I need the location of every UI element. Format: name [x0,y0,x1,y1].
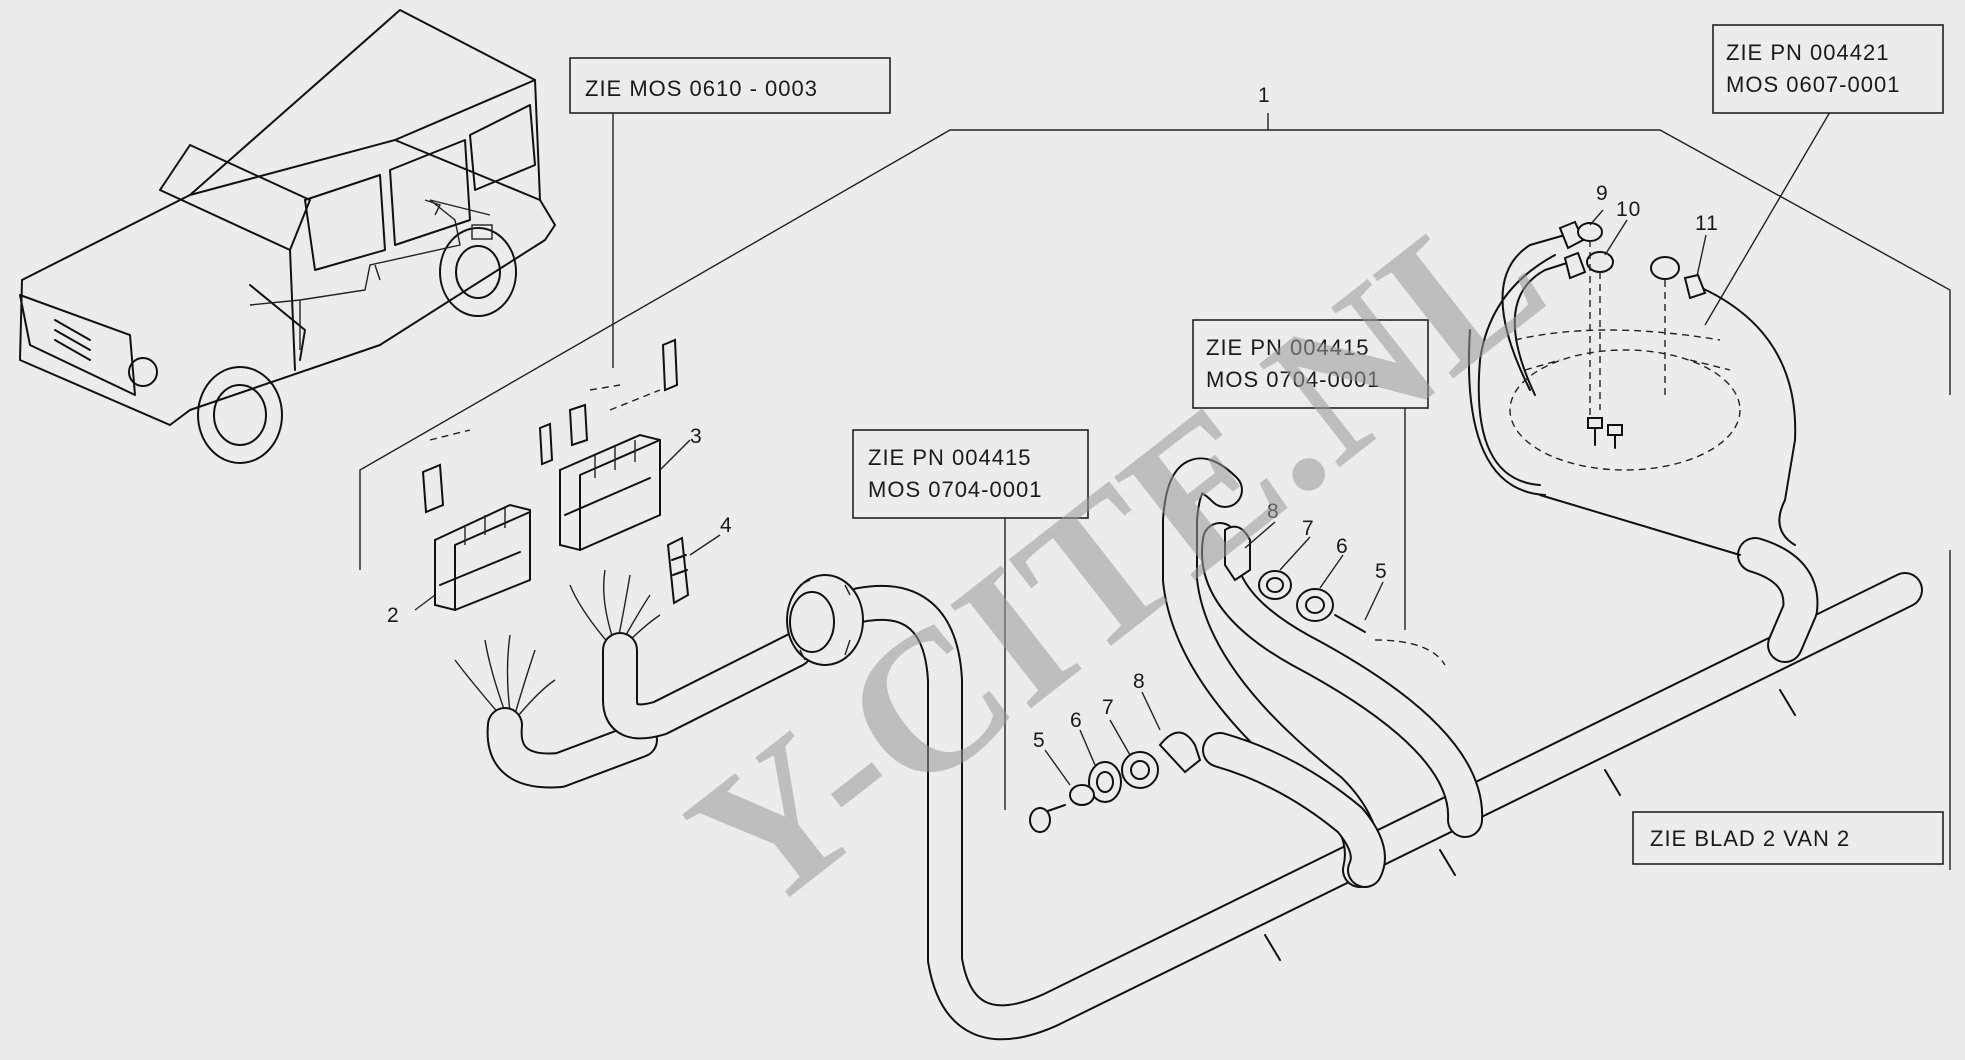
ref-box-pn-004415-a: ZIE PN 004415 MOS 0704-0001 [852,429,1089,519]
seal-parts-upper [1224,525,1446,666]
callout-8-lower: 8 [1133,670,1146,693]
callout-9: 9 [1596,182,1609,205]
callout-6-upper: 6 [1336,535,1349,558]
connector-2 [434,503,531,612]
ref-box-pn-004415-a-line2: MOS 0704-0001 [868,477,1042,502]
callout-5-upper: 5 [1375,560,1388,583]
callout-7-lower: 7 [1102,696,1115,719]
callout-7-upper: 7 [1302,517,1315,540]
callout-10: 10 [1616,198,1641,221]
callout-6-lower: 6 [1070,709,1083,732]
callout-leaders [414,209,1707,786]
terminal-4 [666,536,690,605]
ref-box-mos-0610: ZIE MOS 0610 - 0003 [569,57,891,114]
ref-box-pn-004415-b-line1: ZIE PN 004415 [1206,335,1369,360]
callout-8-upper: 8 [1267,500,1280,523]
terminal-ghosts [421,338,679,514]
ref-box-pn-004421-line1: ZIE PN 004421 [1726,40,1889,65]
ref-box-pn-004415-a-line1: ZIE PN 004415 [868,445,1031,470]
grommet [786,574,864,666]
connector-3 [559,433,661,552]
callout-5-lower: 5 [1033,729,1046,752]
callout-11: 11 [1695,212,1719,235]
ref-box-pn-004421-line2: MOS 0607-0001 [1726,72,1900,97]
callout-1: 1 [1258,84,1271,107]
ref-box-pn-004415-b-line2: MOS 0704-0001 [1206,367,1380,392]
ref-box-mos-0610-text: ZIE MOS 0610 - 0003 [585,76,818,101]
wire-fan-left [454,634,556,717]
callout-4: 4 [720,514,733,537]
callout-2: 2 [387,604,400,627]
seal-parts-lower [1029,731,1202,833]
ref-box-pn-004421: ZIE PN 004421 MOS 0607-0001 [1712,24,1944,114]
callout-labels: 1 2 3 4 5 6 7 8 5 6 7 8 9 10 11 [387,84,1719,752]
ref-box-blad: ZIE BLAD 2 VAN 2 [1632,811,1944,865]
ref-box-pn-004415-b: ZIE PN 004415 MOS 0704-0001 [1192,319,1429,409]
harness-cables [486,457,1923,1041]
vehicle-illustration [19,9,556,464]
callout-3: 3 [690,425,703,448]
battery-terminal-area [1468,220,1797,556]
leader-lines [359,111,1951,870]
wire-fan-mid [569,569,661,646]
ref-box-blad-text: ZIE BLAD 2 VAN 2 [1650,826,1850,851]
